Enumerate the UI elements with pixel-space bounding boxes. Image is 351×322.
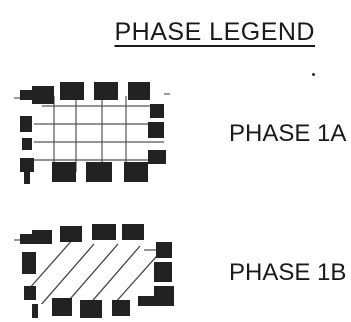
phase-1b-label: PHASE 1B xyxy=(229,259,347,286)
phase-1a-border-blocks xyxy=(20,82,166,184)
phase-1a-symbol xyxy=(14,82,170,184)
phase-1a-grid xyxy=(14,93,170,172)
stray-dot xyxy=(312,73,315,76)
phase-1a-label: PHASE 1A xyxy=(229,120,347,147)
phase-1b-symbol xyxy=(14,224,174,318)
legend-title: PHASE LEGEND xyxy=(114,18,315,46)
phase-1b-border-blocks xyxy=(20,224,174,318)
phase-1b-hatch xyxy=(27,237,164,304)
